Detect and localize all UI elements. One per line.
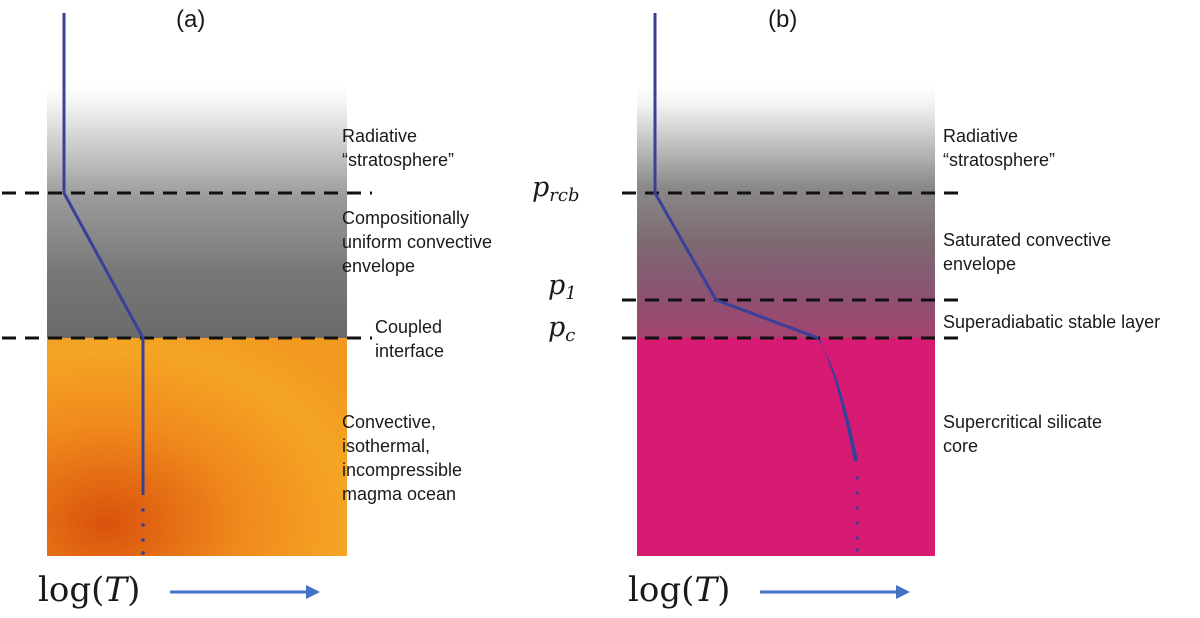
profile-continuation-dots-a: [141, 508, 145, 555]
pressure-label-pc: pc: [548, 312, 576, 346]
panel-label-b: (b): [768, 6, 798, 33]
region-label-b-stable-layer: Superadiabatic stable layer: [943, 312, 1161, 332]
gas-envelope-region-b: [637, 85, 935, 338]
pressure-label-rcb: prcb: [532, 172, 580, 206]
axis-arrowhead-a: [306, 585, 320, 599]
magma-ocean-region: [47, 338, 347, 556]
silicate-core-region: [637, 338, 935, 556]
gas-envelope-region-a: [47, 85, 347, 338]
axis-label-a: log(T): [38, 570, 141, 610]
region-label-a-ocean: Convective, isothermal, incompressible m…: [342, 412, 463, 504]
region-label-a-stratosphere: Radiative “stratosphere”: [342, 126, 455, 170]
region-label-a-interface: Coupled interface: [375, 317, 445, 361]
pressure-label-p1: p1: [548, 270, 577, 304]
profile-continuation-dots-b: [855, 476, 859, 552]
region-label-b-stratosphere: Radiative “stratosphere”: [943, 126, 1056, 170]
region-label-a-envelope: Compositionally uniform convective envel…: [342, 208, 493, 276]
axis-label-b: log(T): [628, 570, 731, 610]
temperature-profile-b-core: [816, 337, 858, 462]
panel-label-a: (a): [176, 6, 206, 33]
temperature-profile-b: [653, 13, 819, 340]
axis-arrowhead-b: [896, 585, 910, 599]
region-label-b-envelope: Saturated convective envelope: [943, 230, 1112, 274]
region-label-b-core: Supercritical silicate core: [943, 412, 1103, 456]
temperature-profile-a: [62, 13, 145, 495]
